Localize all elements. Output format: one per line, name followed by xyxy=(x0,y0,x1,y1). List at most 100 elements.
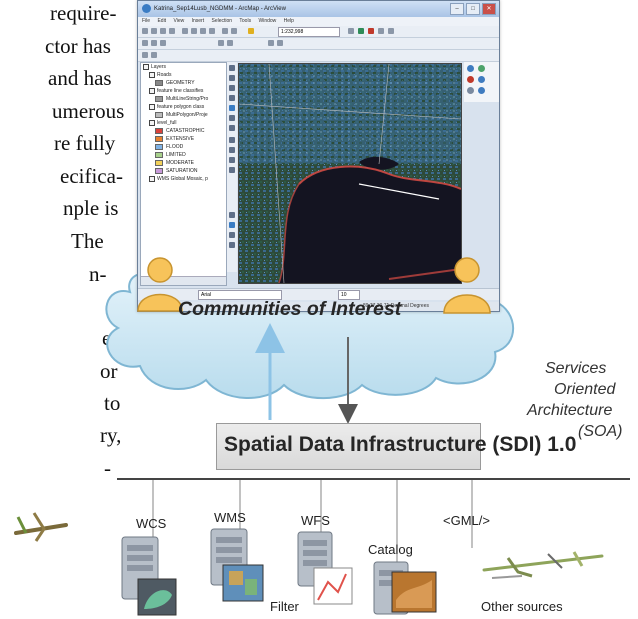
pan-icon[interactable] xyxy=(229,95,235,101)
fixed-zoom-icon[interactable] xyxy=(229,85,235,91)
layer-checkbox[interactable] xyxy=(149,87,155,94)
layer-label: feature line classifies xyxy=(157,88,204,94)
toc-layer-item[interactable]: LIMITED xyxy=(141,151,226,159)
layer-checkbox[interactable] xyxy=(149,71,155,78)
editor-icon[interactable] xyxy=(348,28,354,34)
measure-icon[interactable] xyxy=(229,167,235,173)
toc-layer-item[interactable]: FLOOD xyxy=(141,143,226,151)
layer-checkbox[interactable] xyxy=(149,175,155,182)
tool-icon[interactable] xyxy=(151,40,157,46)
tool-icon[interactable] xyxy=(277,40,283,46)
paragraph-fragment: ry, xyxy=(100,423,122,447)
close-button[interactable]: ✕ xyxy=(482,3,496,15)
legend-swatch xyxy=(155,135,163,142)
full-extent-icon[interactable] xyxy=(229,105,235,111)
redo-icon[interactable] xyxy=(231,28,237,34)
back-icon[interactable] xyxy=(229,115,235,121)
zoom-out-icon[interactable] xyxy=(229,75,235,81)
map-scale-box[interactable]: 1:232,998 xyxy=(278,27,340,37)
toc-layer-item[interactable]: MultiLineString/Pro xyxy=(141,95,226,103)
tool-icon[interactable] xyxy=(142,52,148,58)
toc-layer-item[interactable]: SATURATION xyxy=(141,167,226,175)
tool-icon[interactable] xyxy=(218,40,224,46)
identify-icon[interactable] xyxy=(229,147,235,153)
person-icon xyxy=(443,257,491,314)
toc-layer-item[interactable]: feature line classifies xyxy=(141,87,226,95)
minimize-button[interactable]: – xyxy=(450,3,464,15)
wms-label: WMS xyxy=(214,510,246,525)
find-icon[interactable] xyxy=(229,157,235,163)
tool-icon[interactable] xyxy=(467,87,474,94)
tool-icon[interactable] xyxy=(151,52,157,58)
save-icon[interactable] xyxy=(160,28,166,34)
menu-help[interactable]: Help xyxy=(283,18,294,24)
menu-view[interactable]: View xyxy=(173,18,185,24)
menu-insert[interactable]: Insert xyxy=(191,18,205,24)
model-builder-icon[interactable] xyxy=(378,28,384,34)
select-icon[interactable] xyxy=(229,137,235,143)
zoom-in-icon[interactable] xyxy=(229,65,235,71)
toolbox-panel xyxy=(464,62,499,102)
wms-server-icon xyxy=(210,528,264,602)
tool-icon[interactable] xyxy=(467,76,474,83)
paragraph-fragment: n- xyxy=(89,262,107,286)
undo-icon[interactable] xyxy=(222,28,228,34)
toc-layer-item[interactable]: MODERATE xyxy=(141,159,226,167)
toc-tabs[interactable] xyxy=(141,276,226,285)
tool-icon[interactable] xyxy=(478,76,485,83)
new-icon[interactable] xyxy=(142,28,148,34)
map-view[interactable] xyxy=(238,63,462,284)
print-icon[interactable] xyxy=(169,28,175,34)
layer-checkbox[interactable] xyxy=(149,119,155,126)
time-slider-icon[interactable] xyxy=(229,242,235,248)
toc-layer-item[interactable]: Roads xyxy=(141,71,226,79)
cut-icon[interactable] xyxy=(182,28,188,34)
arctoolbox-icon[interactable] xyxy=(358,28,364,34)
toc-layer-item[interactable]: CATASTROPHIC xyxy=(141,127,226,135)
toc-layer-item[interactable]: level_full xyxy=(141,119,226,127)
delete-icon[interactable] xyxy=(209,28,215,34)
paste-icon[interactable] xyxy=(200,28,206,34)
forward-icon[interactable] xyxy=(229,125,235,131)
command-line-icon[interactable] xyxy=(368,28,374,34)
tool-icon[interactable] xyxy=(142,40,148,46)
tool-icon[interactable] xyxy=(478,87,485,94)
toc-layer-item[interactable]: MultiPolygon/Proje xyxy=(141,111,226,119)
soa-line: Services xyxy=(545,360,607,377)
menu-file[interactable]: File xyxy=(142,18,151,24)
maximize-button[interactable]: □ xyxy=(466,3,480,15)
sdi-label: Spatial Data Infrastructure (SDI) 1.0 xyxy=(224,433,577,456)
add-data-icon[interactable] xyxy=(248,28,254,34)
layer-checkbox[interactable] xyxy=(149,103,155,110)
hyperlink-icon[interactable] xyxy=(229,222,235,228)
menu-tools[interactable]: Tools xyxy=(239,18,252,24)
help-icon[interactable] xyxy=(388,28,394,34)
toc-layer-item[interactable]: EXTENSIVE xyxy=(141,135,226,143)
font-size-box[interactable]: 10 xyxy=(338,290,360,300)
menu-selection[interactable]: Selection xyxy=(211,18,233,24)
pointer-icon[interactable] xyxy=(229,212,235,218)
draw-toolbar: Arial 10 xyxy=(138,288,499,300)
layer-checkbox[interactable] xyxy=(143,63,149,70)
tool-icon[interactable] xyxy=(467,65,474,72)
copy-icon[interactable] xyxy=(191,28,197,34)
layer-label: CATASTROPHIC xyxy=(166,128,205,134)
bay-water xyxy=(279,166,461,283)
menu-edit[interactable]: Edit xyxy=(157,18,167,24)
toc-layer-item[interactable]: GEOMETRY xyxy=(141,79,226,87)
legend-swatch xyxy=(155,159,163,166)
paragraph-fragment: umerous xyxy=(52,99,125,123)
legend-swatch xyxy=(155,167,163,174)
toc-layer-item[interactable]: Layers xyxy=(141,63,226,71)
toc-layer-item[interactable]: WMS Global Mosaic, p xyxy=(141,175,226,183)
menu-window[interactable]: Window xyxy=(258,18,277,24)
tool-icon[interactable] xyxy=(160,40,166,46)
open-icon[interactable] xyxy=(151,28,157,34)
font-name-box[interactable]: Arial xyxy=(198,290,282,300)
html-popup-icon[interactable] xyxy=(229,232,235,238)
tool-icon[interactable] xyxy=(268,40,274,46)
toc-layer-item[interactable]: feature polygon class xyxy=(141,103,226,111)
tool-icon[interactable] xyxy=(478,65,485,72)
tool-icon[interactable] xyxy=(227,40,233,46)
